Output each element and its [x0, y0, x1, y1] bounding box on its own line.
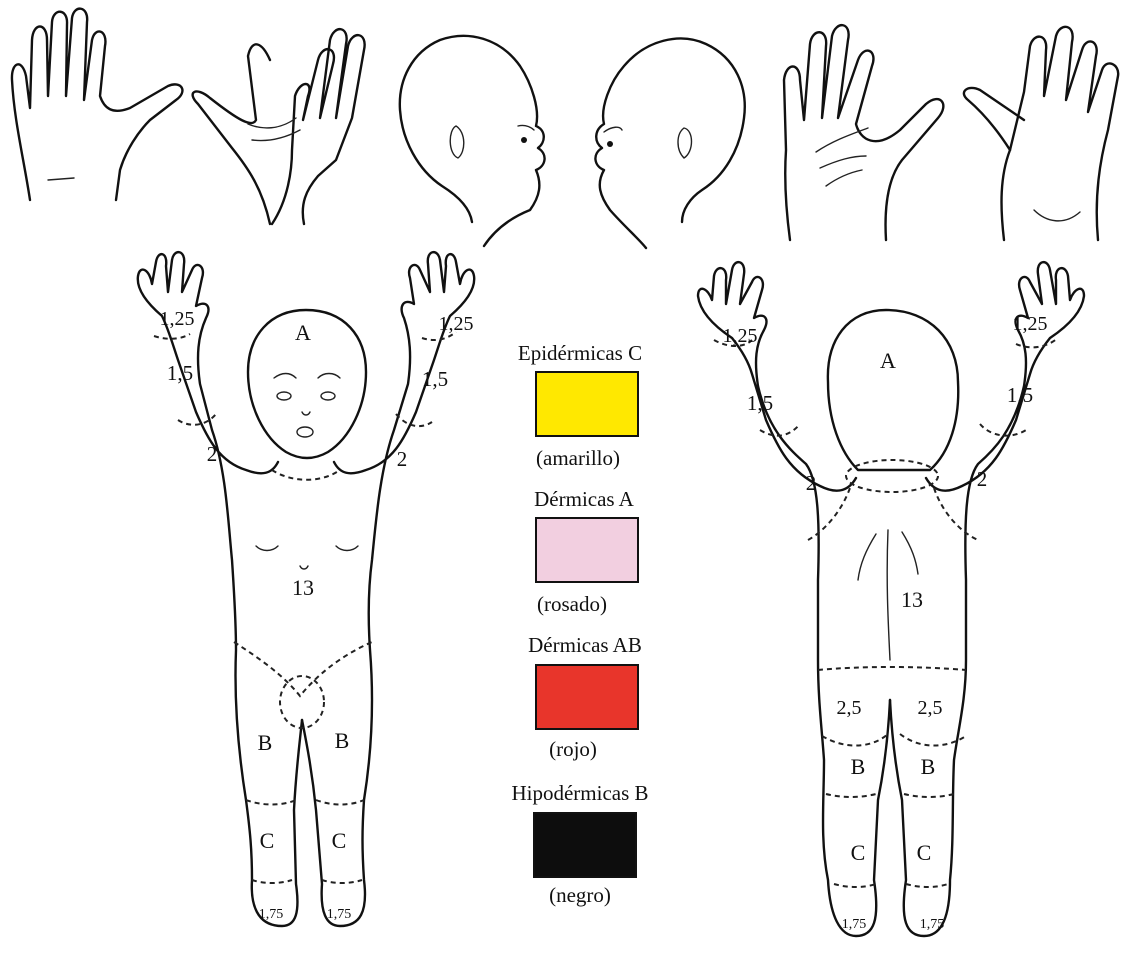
hand-back-right-drawing [964, 27, 1118, 240]
back-hand-right-label: 1,25 [1013, 313, 1048, 335]
front-trunk-label: 13 [292, 575, 314, 600]
legend-title: Hipodérmicas B [511, 781, 648, 805]
front-arm-left-label: 2 [207, 442, 218, 466]
legend-color-name: (amarillo) [536, 446, 620, 470]
legend-title: Epidérmicas C [518, 341, 642, 365]
hand-back-left-drawing [12, 9, 182, 200]
back-arm-right-label: 2 [977, 467, 988, 491]
head-profile-left-drawing [595, 39, 744, 248]
front-foot-right-label: 1,75 [327, 907, 352, 922]
back-buttock-left-label: 2,5 [837, 697, 862, 719]
front-forearm-left-label: 1,5 [167, 361, 193, 385]
back-thigh-left-label: B [851, 754, 866, 779]
back-head-label: A [880, 348, 896, 373]
legend-item-dermicas-a: Dérmicas A (rosado) [534, 487, 638, 616]
back-forearm-left-label: 1,5 [747, 391, 773, 415]
back-thigh-right-label: B [921, 754, 936, 779]
hand-palm-right-drawing [784, 25, 943, 240]
back-body-outline [698, 262, 890, 936]
head-profile-right-drawing [400, 36, 545, 246]
front-leg-left-label: C [260, 828, 275, 853]
back-hand-left-label: 1,25 [723, 325, 758, 347]
front-thigh-right-label: B [335, 728, 350, 753]
top-row-drawings [12, 9, 1118, 248]
back-foot-left-label: 1,75 [842, 917, 867, 932]
legend-item-hipodermicas: Hipodérmicas B (negro) [511, 781, 648, 907]
back-leg-right-label: C [917, 840, 932, 865]
legend-item-epidermicas: Epidérmicas C (amarillo) [518, 341, 642, 470]
front-hand-right-label: 1,25 [439, 313, 474, 335]
back-head-outline [828, 310, 958, 470]
back-buttock-right-label: 2,5 [918, 697, 943, 719]
legend-item-dermicas-ab: Dérmicas AB (rojo) [528, 633, 642, 761]
front-arm-right-label: 2 [397, 447, 408, 471]
front-hand-left-label: 1,25 [160, 308, 195, 330]
front-leg-right-label: C [332, 828, 347, 853]
front-head-label: A [295, 320, 311, 345]
burn-depth-legend: Epidérmicas C (amarillo) Dérmicas A (ros… [511, 341, 648, 907]
legend-title: Dérmicas A [534, 487, 635, 511]
legend-color-name: (rosado) [537, 592, 607, 616]
back-foot-right-label: 1,75 [920, 917, 945, 932]
back-forearm-right-label: 1,5 [1007, 383, 1033, 407]
hand-palm-left-drawing [193, 29, 365, 224]
front-body-outline [138, 252, 302, 926]
back-trunk-label: 13 [901, 587, 923, 612]
front-thigh-left-label: B [258, 730, 273, 755]
front-face [274, 374, 340, 438]
legend-swatch [536, 665, 638, 729]
legend-color-name: (negro) [549, 883, 611, 907]
legend-color-name: (rojo) [549, 737, 597, 761]
legend-swatch [534, 813, 636, 877]
legend-title: Dérmicas AB [528, 633, 642, 657]
legend-swatch [536, 372, 638, 436]
legend-swatch [536, 518, 638, 582]
front-foot-left-label: 1,75 [259, 907, 284, 922]
back-arm-left-label: 2 [806, 471, 817, 495]
back-leg-left-label: C [851, 840, 866, 865]
front-forearm-right-label: 1,5 [422, 367, 448, 391]
